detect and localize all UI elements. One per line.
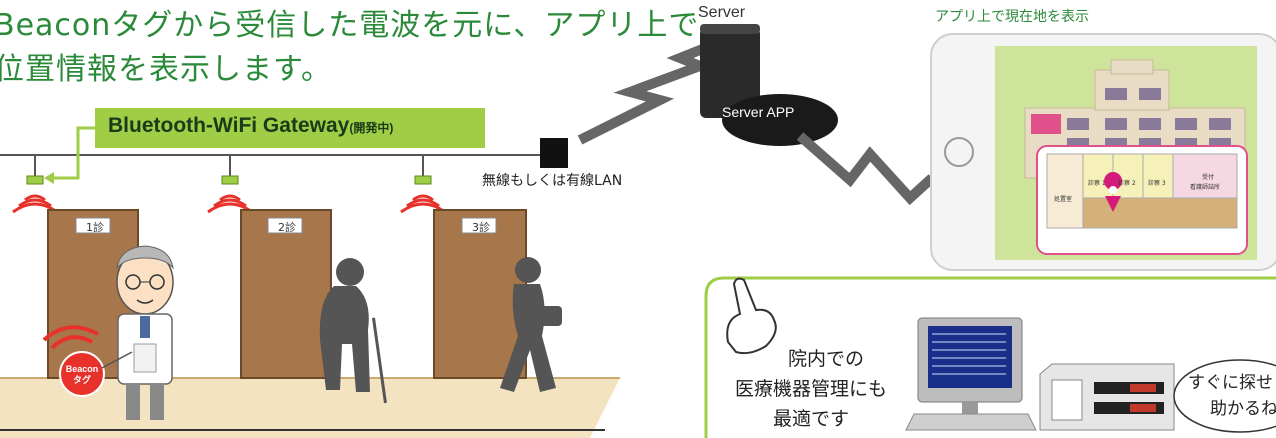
- beacon-tag-label: Beacon タグ: [64, 364, 100, 386]
- beacon-tag: [42, 325, 133, 397]
- medical-device-icon: [1039, 363, 1175, 431]
- door-label-2: 2診: [278, 221, 296, 234]
- lan-box: [540, 138, 568, 168]
- headline-line-2: 位置情報を表示します。: [0, 52, 332, 87]
- map-room-exam-2: 診察 2: [1118, 180, 1136, 187]
- door-plate-2: [267, 217, 303, 234]
- gateway-node-3: [400, 155, 446, 214]
- signal-lan-to-server: [577, 41, 714, 145]
- map-room-nurse-station: 看護師詰所: [1190, 184, 1221, 191]
- location-pin-icon: [1105, 196, 1121, 212]
- server-app-badge: [722, 94, 838, 146]
- map-room-reception: 受付: [1202, 174, 1215, 181]
- lan-label: 無線もしくは有線LAN: [482, 173, 623, 189]
- promo-line-3: 最適です: [772, 408, 849, 430]
- door-plate-3: [461, 217, 497, 234]
- highlighted-room: [1031, 114, 1061, 134]
- gateway-node-1: [12, 155, 58, 214]
- map-room-exam-1: 診察 1: [1088, 180, 1106, 187]
- signal-server-to-tablet: [796, 132, 936, 206]
- speech-bubble-text: すぐに探せ 助かるね: [1188, 370, 1276, 422]
- tablet-caption: アプリ上で現在地を表示: [935, 9, 1089, 25]
- computer-monitor-icon: [905, 317, 1037, 431]
- map-room-treatment: 処置室: [1054, 196, 1073, 203]
- elderly-person-silhouette: [319, 258, 387, 404]
- server-tower: [700, 28, 760, 118]
- door-label-1: 1診: [86, 221, 104, 234]
- tablet-home-button: [944, 137, 974, 167]
- speech-bubble: [1173, 359, 1276, 433]
- door-label-3: 3診: [472, 221, 490, 234]
- gateway-status: (開発中): [349, 121, 394, 135]
- bubble-line-1: すぐに探せ: [1188, 373, 1273, 393]
- gateway-banner: [95, 108, 485, 148]
- server-label: Server: [698, 4, 746, 21]
- gateway-node-2: [207, 155, 253, 214]
- door-plate-1: [75, 217, 111, 234]
- beacon-tag-line-2: タグ: [72, 375, 91, 385]
- promo-line-1: 院内での: [787, 348, 864, 370]
- beacon-tag-line-1: Beacon: [65, 364, 99, 374]
- corridor-scene: [0, 126, 620, 438]
- server-diagram: [577, 24, 936, 206]
- walking-person-silhouette: [500, 257, 562, 392]
- bubble-line-2: 助かるね: [1210, 399, 1276, 419]
- headline: Beaconタグから受信した電波を元に、アプリ上で 位置情報を表示します。: [0, 4, 699, 92]
- map-room-exam-3: 診察 3: [1148, 180, 1166, 187]
- tablet-device: [930, 33, 1276, 271]
- pointing-hand-icon: [726, 277, 777, 355]
- promo-panel: [704, 276, 1276, 438]
- doctor-figure: [116, 245, 174, 420]
- gateway-link: [48, 126, 95, 180]
- gateway-label: Bluetooth-WiFi Gateway: [108, 114, 350, 137]
- headline-line-1: Beaconタグから受信した電波を元に、アプリ上で: [0, 8, 700, 43]
- server-app-label: Server APP: [722, 104, 795, 120]
- gateway-title: Bluetooth-WiFi Gateway(開発中): [108, 114, 393, 138]
- promo-message: 院内での 医療機器管理にも 最適です: [726, 344, 896, 434]
- promo-line-2: 医療機器管理にも: [734, 378, 887, 400]
- door-2: [240, 209, 332, 379]
